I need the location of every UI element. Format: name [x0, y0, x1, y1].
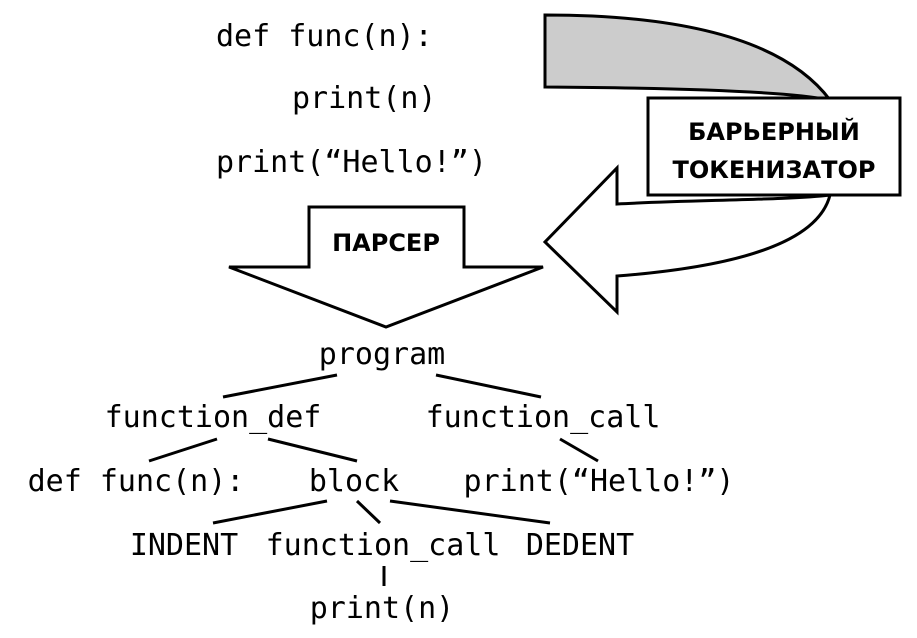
tokenizer-label-line2: ТОКЕНИЗАТОР	[673, 156, 876, 184]
edge-block-function-call	[355, 499, 382, 525]
tree-node-block: block	[309, 464, 399, 499]
code-line-print-hello: print(“Hello!”)	[216, 145, 487, 180]
tree-node-function-call: function_call	[426, 400, 661, 435]
tree-node-print-n: print(n)	[310, 591, 455, 626]
code-line-def: def func(n):	[216, 19, 433, 54]
tree-node-def-func: def func(n):	[28, 464, 245, 499]
tree-node-function-call-inner: function_call	[266, 528, 501, 563]
edge-block-indent	[212, 499, 328, 525]
tree-node-program: program	[319, 337, 445, 372]
parser-label: ПАРСЕР	[332, 229, 440, 257]
edge-program-function-call	[435, 373, 542, 399]
edge-block-dedent	[389, 499, 551, 525]
parser-down-arrow	[228, 205, 544, 329]
tokenizer-box	[646, 96, 902, 197]
edge-program-function-def	[222, 373, 338, 399]
tree-node-function-def: function_def	[105, 400, 322, 435]
edge-function-call-print-hello	[559, 437, 599, 463]
tree-node-print-hello: print(“Hello!”)	[464, 464, 735, 499]
edge-function-def-block	[267, 437, 358, 463]
edge-function-def-def-func	[148, 437, 218, 463]
tree-node-indent: INDENT	[130, 528, 238, 563]
tokenizer-label-line1: БАРЬЕРНЫЙ	[688, 117, 860, 146]
token-flow-band	[543, 13, 834, 103]
tokenizer-curved-arrow	[542, 164, 832, 316]
tree-node-dedent: DEDENT	[526, 528, 634, 563]
code-line-print-n: print(n)	[292, 81, 437, 116]
